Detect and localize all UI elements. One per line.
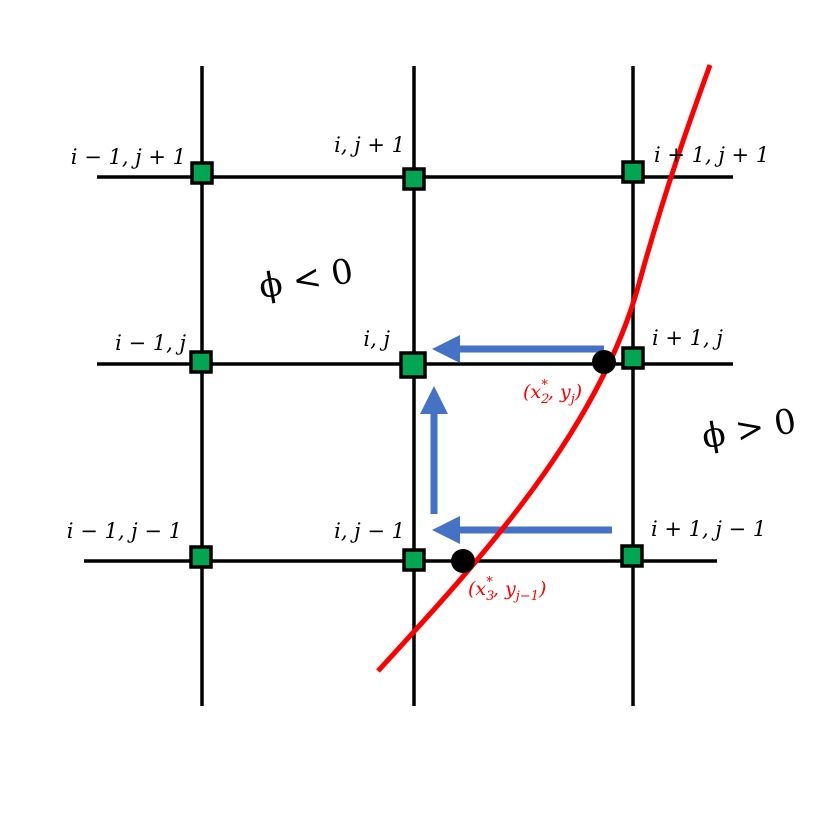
node-label-i-minus-1-j-minus-1: i − 1, j − 1 (67, 519, 182, 543)
intersection-label-1-y-sub: j (568, 392, 575, 407)
interface-curve (376, 64, 713, 673)
node-label-i-j: i, j (363, 327, 390, 351)
region-label-positive: ϕ > 0 (699, 401, 799, 457)
grid-nodes (189, 160, 645, 572)
node-label-i-plus-1-j: i + 1, j (652, 326, 723, 350)
node-i-minus-1-j-minus-1 (189, 545, 213, 569)
intersection-label-2-x-sup: * (486, 575, 493, 590)
node-i-j-plus-1 (402, 167, 426, 191)
node-label-i-plus-1-j-minus-1: i + 1, j − 1 (651, 517, 766, 541)
intersection-point-1 (592, 350, 616, 374)
intersection-label-1-x-sub: 2 (540, 392, 549, 407)
node-label-i-j-minus-1: i, j − 1 (334, 519, 405, 543)
intersection-label-2-y-var: y (504, 578, 516, 600)
intersection-label-1: (x2*, yj) (523, 378, 582, 407)
node-label-i-j-plus-1: i, j + 1 (334, 133, 405, 157)
node-label-i-minus-1-j-plus-1: i − 1, j + 1 (71, 145, 186, 169)
node-i-plus-1-j (621, 346, 645, 370)
node-i-plus-1-j-minus-1 (620, 544, 644, 568)
node-i-minus-1-j (189, 350, 213, 374)
node-label-i-plus-1-j-plus-1: i + 1, j + 1 (654, 143, 769, 167)
node-i-j-minus-1 (402, 548, 426, 572)
extension-arrows (420, 335, 612, 544)
intersection-point-2 (451, 549, 475, 573)
intersection-label-2-x-var: x (475, 578, 486, 600)
node-label-i-minus-1-j: i − 1, j (115, 331, 186, 355)
node-i-j (399, 351, 427, 379)
node-labels: i − 1, j + 1 i, j + 1 i + 1, j + 1 i − 1… (67, 133, 769, 543)
intersection-label-1-x-var: x (530, 381, 541, 403)
intersection-label-1-x-sup: * (541, 378, 548, 393)
intersection-label-2-x-sub: 3 (486, 589, 494, 604)
intersection-label-2: (x3*, yj−1) (468, 575, 546, 604)
region-label-negative: ϕ < 0 (256, 251, 356, 307)
node-i-minus-1-j-plus-1 (190, 161, 214, 185)
intersection-label-1-y-var: y (559, 381, 571, 403)
intersection-points (451, 350, 616, 573)
node-i-plus-1-j-plus-1 (621, 160, 645, 184)
intersection-label-2-y-sub: j−1 (513, 589, 539, 604)
